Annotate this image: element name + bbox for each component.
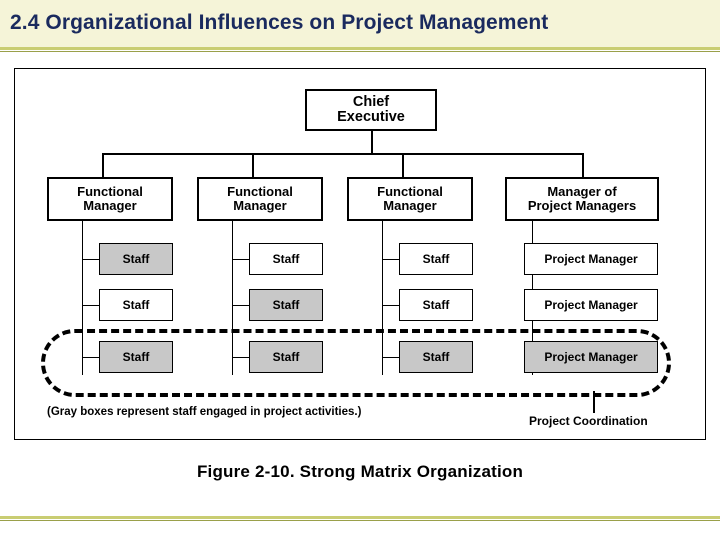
- stub-col-2-row-2: [382, 357, 399, 358]
- node-chief-executive: Chief Executive: [305, 89, 437, 131]
- spine-col-0: [82, 209, 83, 375]
- connector-col-1-down: [252, 153, 254, 177]
- footer-divider: [0, 516, 720, 519]
- connector-exec-down: [371, 131, 373, 153]
- node-label: Staff: [122, 297, 150, 312]
- node-label: Staff: [422, 297, 450, 312]
- page-title: 2.4 Organizational Influences on Project…: [10, 11, 549, 34]
- node-label: Manager of Project Managers: [527, 184, 637, 213]
- node-staff-c1-r0: Staff: [249, 243, 323, 275]
- node-staff-c0-r2: Staff: [99, 341, 173, 373]
- node-staff-c2-r0: Staff: [399, 243, 473, 275]
- node-staff-c0-r0: Staff: [99, 243, 173, 275]
- project-coordination-label: Project Coordination: [529, 414, 648, 428]
- stub-col-1-row-1: [232, 305, 249, 306]
- node-functional-manager-1: Functional Manager: [47, 177, 173, 221]
- stub-col-0-row-1: [82, 305, 99, 306]
- connector-col-2-down: [402, 153, 404, 177]
- node-label: Staff: [272, 251, 300, 266]
- figure-container: Chief Executive Functional Manager Funct…: [14, 68, 706, 440]
- node-staff-c2-r2: Staff: [399, 341, 473, 373]
- stub-col-2-row-1: [382, 305, 399, 306]
- node-functional-manager-2: Functional Manager: [197, 177, 323, 221]
- header-divider-shadow: [0, 51, 720, 52]
- node-label: Staff: [122, 251, 150, 266]
- stub-col-1-row-2: [232, 357, 249, 358]
- node-label: Staff: [422, 251, 450, 266]
- header-divider: [0, 47, 720, 50]
- slide-header: 2.4 Organizational Influences on Project…: [0, 0, 720, 48]
- node-label: Staff: [272, 297, 300, 312]
- node-staff-c1-r1: Staff: [249, 289, 323, 321]
- project-coordination-outline: [41, 329, 671, 397]
- stub-col-0-row-2: [82, 357, 99, 358]
- spine-col-2: [382, 209, 383, 375]
- stub-col-0-row-0: [82, 259, 99, 260]
- node-label: Functional Manager: [377, 184, 443, 213]
- node-staff-c0-r1: Staff: [99, 289, 173, 321]
- connector-col-0-down: [102, 153, 104, 177]
- node-staff-c2-r1: Staff: [399, 289, 473, 321]
- node-label: Staff: [122, 349, 150, 364]
- connector-manager-bus: [102, 153, 583, 155]
- node-label: Staff: [422, 349, 450, 364]
- figure-caption: Figure 2-10. Strong Matrix Organization: [196, 462, 524, 481]
- connector-col-3-down: [582, 153, 584, 177]
- node-manager-of-project-managers: Manager of Project Managers: [505, 177, 659, 221]
- coordination-leader-line: [593, 391, 595, 413]
- node-label: Project Manager: [544, 297, 638, 312]
- node-label: Project Manager: [544, 349, 638, 364]
- node-project-manager-c3-r2: Project Manager: [524, 341, 658, 373]
- gray-box-legend-note: (Gray boxes represent staff engaged in p…: [47, 406, 362, 418]
- stub-col-2-row-0: [382, 259, 399, 260]
- node-label: Functional Manager: [227, 184, 293, 213]
- node-label: Functional Manager: [77, 184, 143, 213]
- node-label: Staff: [272, 349, 300, 364]
- node-project-manager-c3-r0: Project Manager: [524, 243, 658, 275]
- node-staff-c1-r2: Staff: [249, 341, 323, 373]
- node-label: Project Manager: [544, 251, 638, 266]
- node-functional-manager-3: Functional Manager: [347, 177, 473, 221]
- node-label: Chief Executive: [337, 93, 405, 125]
- stub-col-1-row-0: [232, 259, 249, 260]
- node-project-manager-c3-r1: Project Manager: [524, 289, 658, 321]
- spine-col-1: [232, 209, 233, 375]
- footer-divider-shadow: [0, 520, 720, 521]
